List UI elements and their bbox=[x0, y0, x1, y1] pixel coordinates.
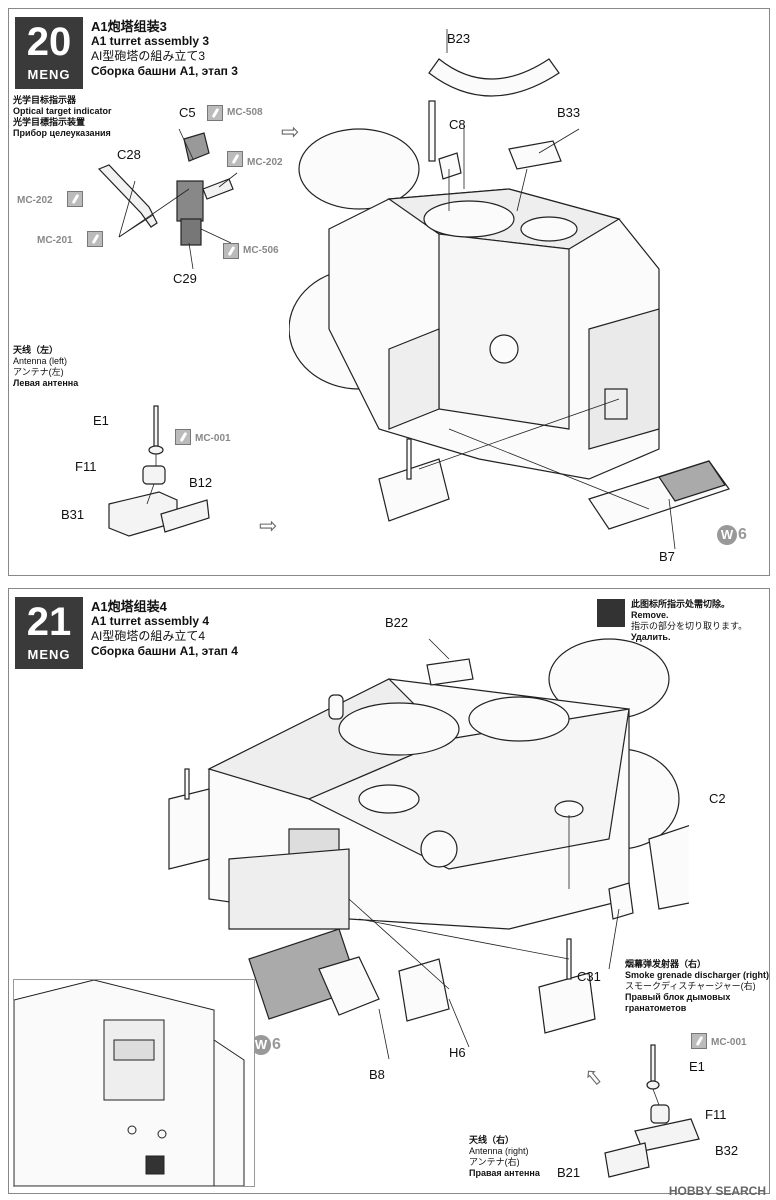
smoke-ru-line1: Правый блок дымовых bbox=[625, 992, 731, 1002]
step-titles: A1炮塔组装3 A1 turret assembly 3 AI型砲塔の組み立て3… bbox=[91, 19, 238, 79]
paint-icon bbox=[175, 429, 191, 445]
part-label-c28: C28 bbox=[117, 147, 141, 162]
antenna-ru: Левая антенна bbox=[13, 378, 79, 388]
part-label-b12: B12 bbox=[189, 475, 213, 490]
title-en: A1 turret assembly 4 bbox=[91, 614, 210, 628]
indicator-ru: Прибор целеуказания bbox=[13, 128, 111, 138]
paint-code: MC-001 bbox=[195, 433, 231, 444]
cut-icon bbox=[597, 599, 625, 627]
arrow-icon: ⇨ bbox=[259, 513, 278, 538]
brand-logo: MENG bbox=[27, 647, 71, 662]
part-label-b8: B8 bbox=[369, 1067, 385, 1082]
paint-code: MC-202 bbox=[247, 157, 283, 168]
part-label-h6: H6 bbox=[449, 1045, 466, 1060]
antenna-right-caption: 天线（右） Antenna (right) アンテナ(右) Правая ант… bbox=[469, 1135, 540, 1179]
antenna-left-caption: 天线（左） Antenna (left) アンテナ(左) Левая антен… bbox=[13, 345, 78, 389]
part-label-e1: E1 bbox=[93, 413, 109, 428]
step-21-panel: 21 MENG A1炮塔组装4 A1 turret assembly 4 AI型… bbox=[8, 588, 770, 1194]
part-label-b7: B7 bbox=[659, 549, 675, 564]
paint-code: MC-508 bbox=[227, 107, 263, 118]
remove-ru: Удалить. bbox=[631, 632, 671, 642]
antenna-zh: 天线（右） bbox=[469, 1135, 515, 1145]
part-label-c2: C2 bbox=[709, 791, 726, 806]
paint-code: MC-506 bbox=[243, 245, 279, 256]
antenna-ja: アンテナ(右) bbox=[469, 1157, 520, 1167]
antenna-ja: アンテナ(左) bbox=[13, 367, 64, 377]
title-zh: A1炮塔组装4 bbox=[91, 599, 167, 614]
paint-code: MC-202 bbox=[17, 195, 53, 206]
smoke-en: Smoke grenade discharger (right) bbox=[625, 970, 770, 980]
weathering-number: 6 bbox=[272, 1036, 281, 1053]
arrow-icon: ⇨ bbox=[281, 119, 300, 144]
smoke-zh: 烟幕弹发射器（右） bbox=[625, 959, 707, 969]
part-label-b21: B21 bbox=[557, 1165, 581, 1180]
paint-icon bbox=[87, 231, 103, 247]
weathering-number: 6 bbox=[738, 526, 747, 543]
step-20-panel: 20 MENG A1炮塔组装3 A1 turret assembly 3 AI型… bbox=[8, 8, 770, 576]
indicator-zh: 光学目标指示器 bbox=[13, 95, 77, 105]
indicator-ja: 光学目標指示装置 bbox=[13, 117, 86, 127]
step-badge: 21 MENG bbox=[15, 597, 83, 669]
title-ru: Сборка башни A1, этап 4 bbox=[91, 644, 238, 658]
paint-code: MC-201 bbox=[37, 235, 73, 246]
remove-ja: 指示の部分を切り取ります。 bbox=[631, 621, 748, 631]
step-number: 21 bbox=[26, 600, 72, 644]
antenna-zh: 天线（左） bbox=[13, 345, 59, 355]
part-label-e1: E1 bbox=[689, 1059, 705, 1074]
inset-drawing bbox=[14, 980, 245, 1186]
title-ru: Сборка башни A1, этап 3 bbox=[91, 64, 238, 78]
paint-icon bbox=[223, 243, 239, 259]
antenna-ru: Правая антенна bbox=[469, 1168, 540, 1178]
part-label-b23: B23 bbox=[447, 31, 471, 46]
part-label-c5: C5 bbox=[179, 105, 196, 120]
indicator-caption: 光学目标指示器 Optical target indicator 光学目標指示装… bbox=[13, 95, 112, 139]
weathering-icon: W bbox=[251, 1035, 271, 1055]
paint-icon bbox=[67, 191, 83, 207]
part-label-b33: B33 bbox=[557, 105, 581, 120]
paint-icon bbox=[207, 105, 223, 121]
title-ja: AI型砲塔の組み立て4 bbox=[91, 629, 206, 643]
smoke-ru-line2: гранатометов bbox=[625, 1003, 687, 1013]
remove-caption: 此图标所指示处需切除。 Remove. 指示の部分を切り取ります。 Удалит… bbox=[631, 599, 747, 643]
smoke-ja: スモークディスチャージャー(右) bbox=[625, 981, 756, 991]
part-label-b22: B22 bbox=[385, 615, 409, 630]
part-label-b31: B31 bbox=[61, 507, 85, 522]
title-en: A1 turret assembly 3 bbox=[91, 34, 210, 48]
paint-code: MC-001 bbox=[711, 1037, 747, 1048]
part-label-c29: C29 bbox=[173, 271, 197, 286]
antenna-right-drawing bbox=[604, 1044, 700, 1178]
part-label-c31: C31 bbox=[577, 969, 601, 984]
part-label-c8: C8 bbox=[449, 117, 466, 132]
antenna-en: Antenna (right) bbox=[469, 1146, 529, 1156]
weathering-icon: W bbox=[717, 525, 737, 545]
detail-inset bbox=[13, 979, 255, 1187]
step-titles: A1炮塔组装4 A1 turret assembly 4 AI型砲塔の組み立て4… bbox=[91, 599, 238, 659]
step-number: 20 bbox=[26, 20, 72, 64]
paint-icon bbox=[691, 1033, 707, 1049]
indicator-en: Optical target indicator bbox=[13, 106, 112, 116]
step-badge: 20 MENG bbox=[15, 17, 83, 89]
turret-assembly-drawing bbox=[289, 29, 730, 550]
optical-indicator-drawing bbox=[97, 128, 238, 270]
turret-assembly-drawing bbox=[168, 638, 689, 1060]
antenna-en: Antenna (left) bbox=[13, 356, 68, 366]
smoke-discharger-caption: 烟幕弹发射器（右） Smoke grenade discharger (righ… bbox=[625, 959, 769, 1014]
part-label-f11: F11 bbox=[75, 459, 97, 474]
watermark: HOBBY SEARCH bbox=[668, 1184, 766, 1198]
brand-logo: MENG bbox=[27, 67, 71, 82]
part-label-f11: F11 bbox=[705, 1107, 727, 1122]
title-zh: A1炮塔组装3 bbox=[91, 19, 167, 34]
part-label-b32: B32 bbox=[715, 1143, 739, 1158]
remove-zh: 此图标所指示处需切除。 bbox=[631, 599, 731, 609]
paint-icon bbox=[227, 151, 243, 167]
remove-en: Remove. bbox=[631, 610, 669, 620]
antenna-left-drawing bbox=[108, 405, 210, 537]
title-ja: AI型砲塔の組み立て3 bbox=[91, 49, 206, 63]
